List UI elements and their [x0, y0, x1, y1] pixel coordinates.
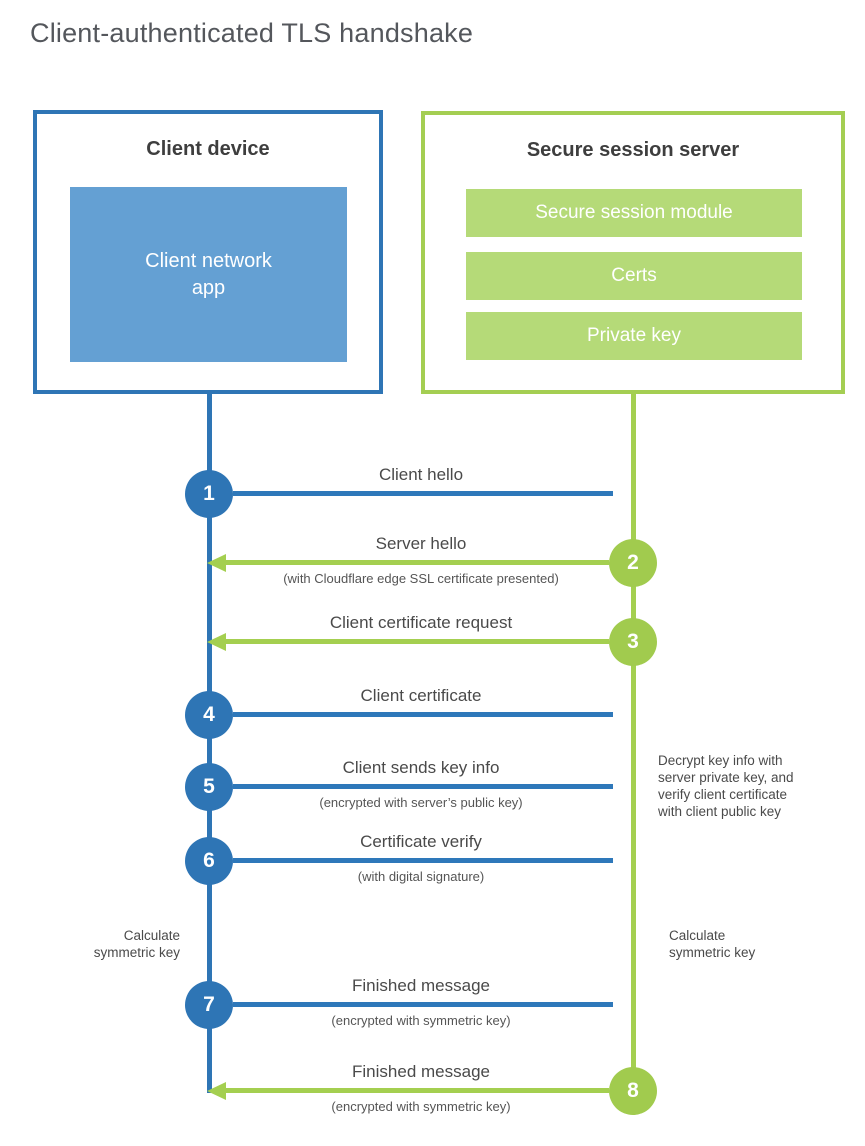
step-6-label: Certificate verify — [360, 832, 482, 851]
step-3-label: Client certificate request — [329, 613, 513, 632]
step-3-arrow-left — [207, 632, 609, 651]
decrypt-key-note: Decrypt key info with server private key… — [658, 752, 833, 820]
step-2-badge: 2 — [609, 539, 657, 587]
client-device-title: Client device — [146, 138, 270, 160]
client-lifeline — [207, 392, 212, 1093]
calc-note-client-line1: Calculate — [123, 928, 180, 943]
calculate-symmetric-key-note-client: Calculate symmetric key — [40, 927, 180, 961]
step-4-label: Client certificate — [360, 686, 482, 705]
decrypt-key-note-line3: verify client certificate — [658, 787, 788, 802]
step-5-sublabel: (encrypted with server’s public key) — [319, 795, 523, 810]
calculate-symmetric-key-note-server: Calculate symmetric key — [669, 927, 799, 961]
decrypt-key-note-line1: Decrypt key info with — [658, 753, 783, 768]
step-5-badge: 5 — [185, 763, 233, 811]
step-7-arrow-right — [233, 1002, 613, 1007]
step-6-badge: 6 — [185, 837, 233, 885]
client-app-label-line2: app — [191, 276, 226, 299]
step-1-label: Client hello — [378, 465, 464, 484]
step-7-sublabel: (encrypted with symmetric key) — [331, 1013, 511, 1028]
step-4-arrow-right — [233, 712, 613, 717]
step-4-badge: 4 — [185, 691, 233, 739]
step-3-badge: 3 — [609, 618, 657, 666]
server-lifeline — [631, 392, 636, 1093]
server-module-certs: Certs — [466, 252, 802, 300]
step-8-sublabel: (encrypted with symmetric key) — [331, 1099, 511, 1114]
step-6-arrow-right — [233, 858, 613, 863]
client-app-label-line1: Client network — [145, 249, 272, 272]
step-5-label: Client sends key info — [342, 758, 500, 777]
server-module-secure-session: Secure session module — [466, 189, 802, 237]
step-2-sublabel: (with Cloudflare edge SSL certificate pr… — [283, 571, 559, 586]
step-8-badge: 8 — [609, 1067, 657, 1115]
step-7-label: Finished message — [352, 976, 490, 995]
step-8-label: Finished message — [352, 1062, 490, 1081]
step-2-label: Server hello — [375, 534, 467, 553]
server-module-private-key: Private key — [466, 312, 802, 360]
step-7-badge: 7 — [185, 981, 233, 1029]
step-1-badge: 1 — [185, 470, 233, 518]
secure-session-server-title: Secure session server — [526, 139, 740, 161]
decrypt-key-note-line2: server private key, and — [658, 770, 794, 785]
calc-note-server-line1: Calculate — [669, 928, 726, 943]
client-network-app-box: Client network app — [70, 187, 347, 362]
decrypt-key-note-line4: with client public key — [658, 804, 782, 819]
step-1-arrow-right — [233, 491, 613, 496]
step-8-arrow-left — [207, 1081, 609, 1100]
step-6-sublabel: (with digital signature) — [357, 869, 485, 884]
step-2-arrow-left — [207, 553, 609, 572]
step-5-arrow-right — [233, 784, 613, 789]
calc-note-client-line2: symmetric key — [93, 945, 180, 960]
page-title: Client-authenticated TLS handshake — [30, 18, 474, 48]
calc-note-server-line2: symmetric key — [669, 945, 756, 960]
